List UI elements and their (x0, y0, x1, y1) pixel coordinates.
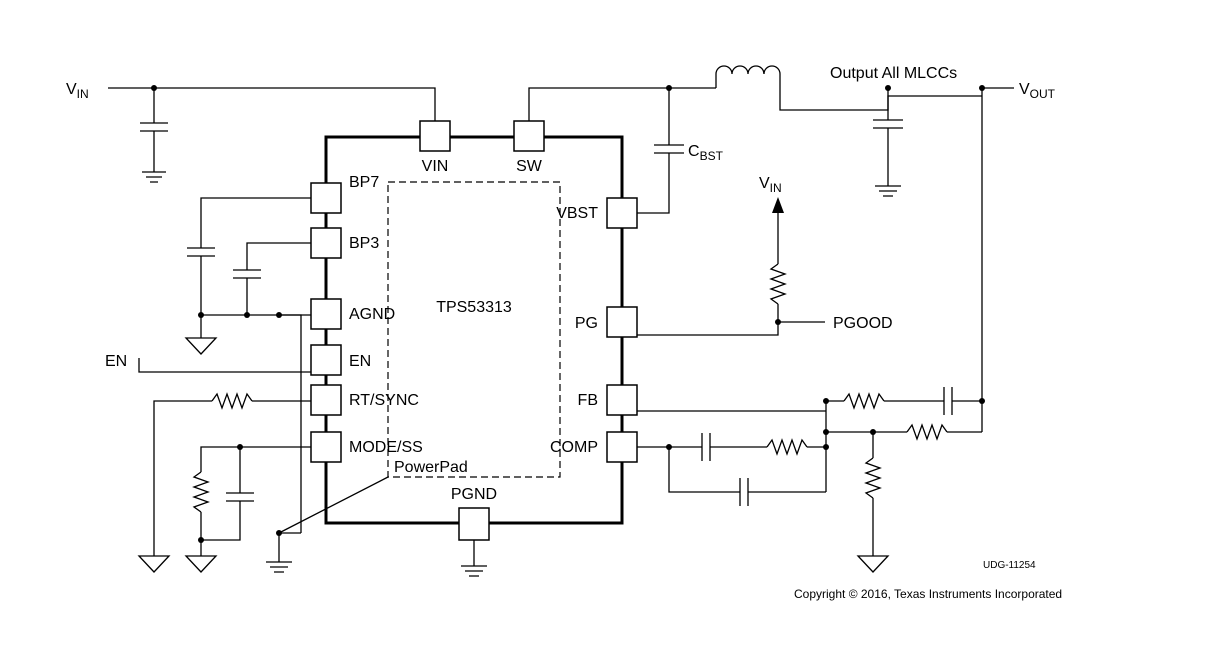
pin-label-modess: MODE/SS (349, 439, 423, 456)
modess-resistor (192, 471, 210, 513)
pin-bp7-box (310, 182, 342, 214)
vin-pullup-arrow (772, 197, 784, 213)
cbst-wire (637, 88, 670, 214)
pin-label-sw: SW (516, 158, 543, 175)
bp7-capacitor (187, 247, 215, 257)
pin-label-agnd: AGND (349, 306, 395, 323)
vout-fb-node-dot (979, 398, 985, 404)
output-caps-label: Output All MLCCs (830, 65, 957, 82)
modess-capacitor (226, 492, 254, 502)
pin-sw-box (513, 120, 545, 152)
output-capacitor (873, 119, 903, 129)
agnd-ground (184, 337, 218, 355)
divider-ground (856, 555, 890, 573)
rtsync-wire (153, 400, 311, 556)
pin-comp-box (606, 431, 638, 463)
pin-label-pg: PG (575, 315, 598, 332)
pin-vbst-box (606, 197, 638, 229)
pgood-node-dot (775, 319, 781, 325)
pin-pgnd-box (458, 507, 490, 541)
en-wire (138, 358, 311, 373)
comp-resistor (766, 438, 808, 456)
vin-cap-ground (142, 171, 166, 183)
feedforward-resistor (843, 392, 885, 410)
pin-label-pgnd: PGND (451, 486, 497, 503)
divider-top-resistor (906, 423, 948, 441)
pin-fb-box (606, 384, 638, 416)
pin-label-rtsync: RT/SYNC (349, 392, 419, 409)
feedforward-capacitor (943, 387, 953, 415)
pin-modess-box (310, 431, 342, 463)
drawing-id: UDG-11254 (983, 560, 1036, 571)
bp7-wire (200, 197, 311, 315)
pin-bp3-box (310, 227, 342, 259)
pin-en-box (310, 344, 342, 376)
comp-capacitor-parallel (739, 478, 749, 506)
pin-label-comp: COMP (550, 439, 598, 456)
pullup-resistor (769, 263, 787, 305)
vout-label: VOUT (1019, 81, 1056, 101)
vin-rail-wire (108, 87, 436, 121)
cbst-label: CBST (688, 143, 724, 163)
bp3-wire (246, 242, 311, 315)
modess-ground (184, 555, 218, 573)
modess-wire (200, 446, 311, 541)
agnd-bus-wire (279, 314, 302, 533)
powerpad-outline (387, 181, 561, 478)
bp3-capacitor (233, 269, 261, 279)
output-cap-ground (875, 185, 901, 197)
powerpad-label: PowerPad (394, 459, 468, 476)
sw-wire (528, 87, 716, 121)
chip-name: TPS53313 (436, 299, 512, 316)
rtsync-resistor (211, 392, 253, 410)
vin-pullup-label: VIN (759, 175, 782, 195)
pgood-label: PGOOD (833, 315, 893, 332)
pin-rtsync-box (310, 384, 342, 416)
inductor-output-wire (779, 88, 982, 111)
rtsync-ground (137, 555, 171, 573)
inductor-symbol (715, 65, 781, 88)
en-input-label: EN (105, 353, 127, 370)
pg-wire (637, 321, 825, 336)
powerpad-ground (266, 561, 292, 573)
powerpad-leader (278, 476, 389, 534)
modess-node-dot (237, 444, 243, 450)
divider-bottom-resistor (864, 457, 882, 499)
pin-label-en: EN (349, 353, 371, 370)
agnd-node-dot-2 (244, 312, 250, 318)
vin-input-label: VIN (66, 81, 89, 101)
cbst-capacitor (654, 144, 684, 154)
vin-capacitor (140, 122, 168, 132)
comp-parallel-wire (668, 447, 826, 493)
copyright-notice: Copyright © 2016, Texas Instruments Inco… (794, 587, 1062, 601)
pin-agnd-box (310, 298, 342, 330)
comp-capacitor-series (701, 433, 711, 461)
pin-vin-box (419, 120, 451, 152)
powerpad-bus-wire (278, 532, 301, 562)
pin-label-fb: FB (578, 392, 598, 409)
pin-pg-box (606, 306, 638, 338)
pin-label-vbst: VBST (556, 205, 598, 222)
pin-label-vin: VIN (422, 158, 449, 175)
pin-label-bp3: BP3 (349, 235, 379, 252)
pin-label-bp7: BP7 (349, 174, 379, 191)
pgnd-ground (461, 565, 487, 577)
